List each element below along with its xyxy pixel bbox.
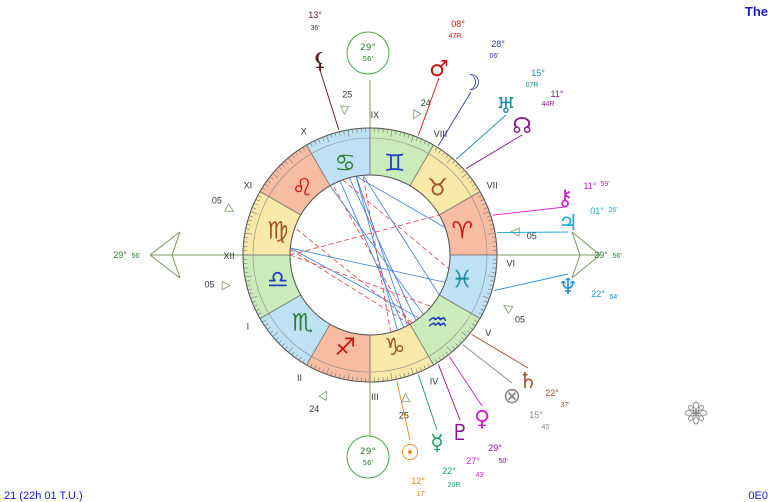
mars-icon: ♂ bbox=[429, 57, 449, 82]
lilith-icon: ⚸ bbox=[312, 49, 328, 74]
uranus-minute: 07R bbox=[526, 82, 539, 89]
cancer-sign-glyph: ♋ bbox=[335, 149, 357, 177]
north-node-pointer-line bbox=[466, 135, 522, 169]
lotus-icon[interactable] bbox=[683, 400, 709, 426]
ic-deg: 29° bbox=[360, 447, 376, 457]
part-of-fortune-pointer-line bbox=[463, 345, 512, 383]
sun-minute: 17' bbox=[416, 491, 425, 498]
jupiter-degree: 01° bbox=[590, 206, 604, 216]
house-cusp-marker-icon bbox=[340, 106, 348, 114]
mars-degree: 08° bbox=[451, 19, 465, 29]
mc-min: 56' bbox=[363, 55, 374, 63]
jupiter-icon: ♃ bbox=[558, 211, 578, 236]
house-cusp-degree: 05 bbox=[212, 195, 222, 205]
north-node-icon: ☊ bbox=[512, 114, 532, 139]
house-cusp-marker-icon bbox=[222, 282, 230, 290]
neptune-degree: 22° bbox=[591, 289, 605, 299]
chiron-minute: 59' bbox=[600, 181, 609, 188]
neptune-minute: 54' bbox=[609, 294, 618, 301]
house-cusp-marker-icon bbox=[225, 204, 236, 215]
scorpio-sign-glyph: ♏ bbox=[292, 309, 314, 337]
house-numeral: XI bbox=[244, 181, 253, 191]
north-node-degree: 11° bbox=[551, 89, 564, 99]
leo-sign-glyph: ♌ bbox=[292, 173, 314, 201]
house-numeral: VII bbox=[487, 181, 498, 191]
house-numeral: V bbox=[485, 328, 491, 338]
mercury-icon: ☿ bbox=[430, 431, 444, 456]
house-cusp-degree: 05 bbox=[204, 279, 214, 289]
libra-sign-glyph: ♎ bbox=[267, 266, 289, 294]
saturn-minute: 37' bbox=[560, 402, 569, 409]
house-numeral: III bbox=[371, 392, 379, 402]
sun-icon: ☉ bbox=[400, 441, 420, 466]
mc-deg: 29° bbox=[360, 43, 376, 53]
ic-min: 56' bbox=[363, 459, 374, 467]
neptune-pointer-line bbox=[494, 274, 568, 291]
sagittarius-sign-glyph: ♐ bbox=[335, 333, 357, 361]
mercury-minute: 20R bbox=[448, 482, 461, 489]
chiron-degree: 11° bbox=[584, 181, 597, 191]
house-cusp-marker-icon bbox=[319, 389, 330, 400]
taurus-sign-glyph: ♉ bbox=[427, 173, 449, 201]
part-of-fortune-minute: 45' bbox=[541, 424, 550, 431]
house-cusp-degree: 24 bbox=[309, 404, 319, 414]
chiron-pointer-line bbox=[493, 207, 565, 215]
venus-icon: ♀ bbox=[474, 407, 490, 432]
pluto-icon: ♇ bbox=[450, 421, 470, 446]
house-cusp-marker-icon bbox=[502, 302, 513, 313]
uranus-pointer-line bbox=[456, 115, 506, 159]
house-cusp-marker-icon bbox=[410, 110, 421, 121]
house-numeral: XII bbox=[223, 251, 234, 261]
pluto-degree: 29° bbox=[488, 443, 502, 453]
mc-circle bbox=[347, 32, 389, 74]
pluto-minute: 50' bbox=[498, 458, 507, 465]
house-numeral: X bbox=[301, 127, 307, 137]
part-of-fortune-degree: 15° bbox=[529, 410, 543, 420]
lilith-pointer-line bbox=[320, 70, 339, 130]
house-cusp-degree: 05 bbox=[515, 315, 525, 325]
pluto-pointer-line bbox=[438, 364, 460, 420]
sun-degree: 12° bbox=[411, 476, 425, 486]
neptune-icon: ♆ bbox=[558, 275, 578, 300]
house-numeral: VI bbox=[507, 258, 516, 268]
house-cusp-marker-icon bbox=[401, 393, 409, 401]
ic-circle bbox=[347, 436, 389, 478]
inner-ring bbox=[290, 175, 450, 335]
jupiter-minute: 26' bbox=[608, 207, 617, 214]
venus-pointer-line bbox=[449, 357, 482, 406]
desc-min: 56' bbox=[612, 253, 621, 260]
house-numeral: IX bbox=[371, 110, 380, 120]
venus-minute: 43' bbox=[475, 472, 484, 479]
pisces-sign-glyph: ♓ bbox=[451, 266, 473, 294]
lilith-minute: 36' bbox=[310, 25, 319, 32]
capricorn-sign-glyph: ♑ bbox=[384, 333, 406, 361]
mercury-degree: 22° bbox=[442, 466, 456, 476]
north-node-minute: 44R bbox=[542, 101, 555, 108]
moon-degree: 28° bbox=[491, 39, 505, 49]
lilith-degree: 13° bbox=[308, 10, 322, 20]
asc-min: 56' bbox=[131, 253, 140, 260]
aries-sign-glyph: ♈ bbox=[451, 216, 473, 244]
gemini-sign-glyph: ♊ bbox=[384, 149, 406, 177]
moon-icon: ☽ bbox=[461, 71, 481, 96]
virgo-sign-glyph: ♍ bbox=[267, 216, 289, 244]
asc-deg: 29° bbox=[113, 250, 127, 260]
house-numeral: IV bbox=[430, 377, 439, 387]
uranus-degree: 15° bbox=[531, 68, 545, 78]
moon-pointer-line bbox=[438, 92, 471, 146]
chiron-icon: ⚷ bbox=[557, 186, 573, 211]
mars-minute: 47R bbox=[449, 33, 462, 40]
house-numeral: II bbox=[297, 373, 302, 383]
saturn-degree: 22° bbox=[545, 388, 559, 398]
aquarius-sign-glyph: ♒ bbox=[427, 309, 449, 337]
zodiac-ring: ♋ ♊ ♉♈ ♓♒ ♑ ♐ ♏♎ ♍♌ bbox=[243, 128, 497, 382]
venus-degree: 27° bbox=[466, 456, 480, 466]
house-cusp-degree: 25 bbox=[342, 90, 352, 100]
moon-minute: 06' bbox=[489, 53, 498, 60]
house-numeral: I bbox=[247, 322, 250, 332]
part-of-fortune-icon: ⊗ bbox=[503, 384, 521, 409]
desc-deg: 29° bbox=[594, 250, 608, 260]
saturn-pointer-line bbox=[472, 334, 528, 368]
